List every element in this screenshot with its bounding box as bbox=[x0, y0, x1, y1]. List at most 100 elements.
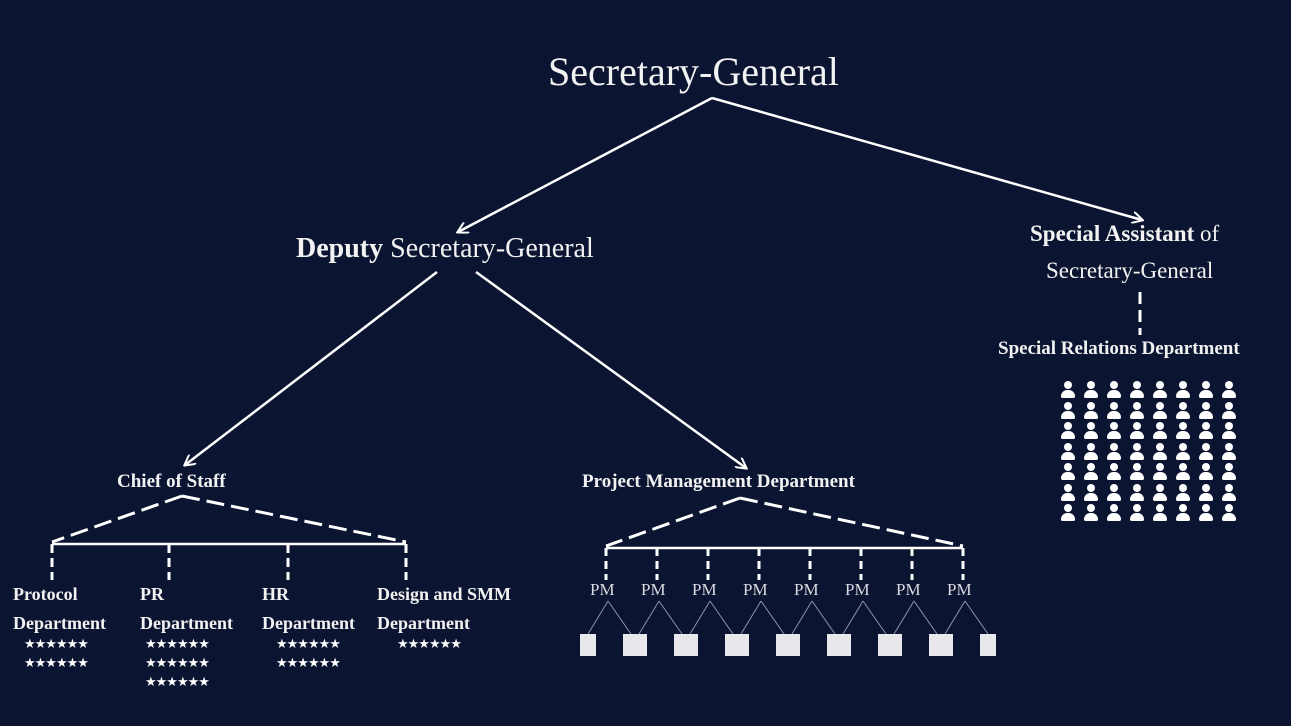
department-line2: Department bbox=[140, 613, 233, 633]
person-icon bbox=[1083, 483, 1099, 502]
person-icon bbox=[1060, 401, 1076, 420]
person-icon bbox=[1152, 422, 1168, 440]
person-icon bbox=[1152, 483, 1168, 502]
person-icon bbox=[1083, 442, 1099, 461]
person-icon bbox=[1175, 422, 1191, 440]
person-icon bbox=[1175, 442, 1191, 461]
person-icon bbox=[1221, 442, 1237, 461]
dashed-pm-right bbox=[739, 496, 964, 548]
person-icon bbox=[1221, 381, 1237, 399]
person-icon bbox=[1060, 422, 1076, 440]
person-icon bbox=[1129, 381, 1145, 399]
pm-fan-line bbox=[689, 600, 711, 635]
department-line1: Design and SMM bbox=[377, 584, 512, 604]
special-assistant-title: Special Assistant of bbox=[1030, 221, 1219, 247]
special-assistant-of: of bbox=[1199, 221, 1220, 246]
person-icon bbox=[1198, 442, 1214, 461]
star-icon-row: ★★★★★★ bbox=[276, 637, 341, 652]
person-icon bbox=[1060, 463, 1076, 481]
pm-fan-line bbox=[709, 600, 734, 635]
person-icon bbox=[1083, 381, 1099, 399]
person-icon bbox=[1152, 442, 1168, 461]
person-icon bbox=[1083, 401, 1099, 420]
person-icon bbox=[1152, 504, 1168, 522]
person-icon bbox=[1083, 504, 1099, 522]
pm-label: PM bbox=[794, 580, 819, 599]
deputy-bold: Deputy bbox=[296, 233, 384, 264]
special-relations-label: Special Relations Department bbox=[998, 338, 1240, 359]
pm-fan-line bbox=[964, 600, 989, 635]
special-assistant-line2: Secretary-General bbox=[1046, 258, 1214, 283]
special-assistant-bold: Special Assistant bbox=[1030, 221, 1195, 246]
pm-fan-line bbox=[862, 600, 887, 635]
person-icon bbox=[1106, 442, 1122, 461]
person-icon bbox=[1060, 442, 1076, 461]
task-box-icon bbox=[835, 634, 851, 656]
person-icon bbox=[1221, 504, 1237, 522]
department-line2: Department bbox=[377, 613, 470, 633]
person-icon bbox=[1198, 463, 1214, 481]
dashed-chief-left bbox=[51, 494, 183, 544]
pm-fan-line bbox=[913, 600, 938, 635]
person-icon bbox=[1152, 401, 1168, 420]
chief-of-staff-label: Chief of Staff bbox=[117, 471, 226, 492]
person-icon bbox=[1129, 442, 1145, 461]
arrow-deputy-to-chief bbox=[185, 271, 438, 465]
person-icon bbox=[1152, 463, 1168, 481]
person-icon bbox=[1175, 504, 1191, 522]
person-icon bbox=[1060, 381, 1076, 399]
pm-label: PM bbox=[590, 580, 615, 599]
pm-label: PM bbox=[641, 580, 666, 599]
star-icon-row: ★★★★★★ bbox=[145, 675, 210, 690]
task-box-icon bbox=[886, 634, 902, 656]
pm-label: PM bbox=[947, 580, 972, 599]
person-icon bbox=[1152, 381, 1168, 399]
person-icon bbox=[1198, 381, 1214, 399]
star-icon-row: ★★★★★★ bbox=[145, 656, 210, 671]
pm-fan-line bbox=[791, 600, 813, 635]
person-icon bbox=[1129, 422, 1145, 440]
person-icon bbox=[1175, 463, 1191, 481]
person-icon bbox=[1198, 401, 1214, 420]
person-icon bbox=[1106, 463, 1122, 481]
pm-fan-line bbox=[658, 600, 683, 635]
arrow-sg-to-deputy bbox=[458, 96, 713, 232]
person-icon bbox=[1060, 483, 1076, 502]
person-icon bbox=[1083, 463, 1099, 481]
task-box-icon bbox=[980, 634, 996, 656]
person-icon bbox=[1198, 504, 1214, 522]
person-icon bbox=[1106, 381, 1122, 399]
pm-fan-line bbox=[893, 600, 915, 635]
pm-fan-line bbox=[811, 600, 836, 635]
person-icon bbox=[1106, 401, 1122, 420]
task-box-icon bbox=[733, 634, 749, 656]
star-icon-row: ★★★★★★ bbox=[276, 656, 341, 671]
department-line1: PR bbox=[140, 584, 164, 604]
dashed-chief-right bbox=[181, 494, 407, 544]
department-line2: Department bbox=[13, 613, 106, 633]
person-icon bbox=[1198, 422, 1214, 440]
star-icon-row: ★★★★★★ bbox=[397, 637, 462, 652]
task-box-icon bbox=[682, 634, 698, 656]
arrow-deputy-to-pm-department bbox=[475, 270, 746, 468]
person-icon bbox=[1175, 483, 1191, 502]
pm-label: PM bbox=[896, 580, 921, 599]
person-icon bbox=[1106, 422, 1122, 440]
department-line1: HR bbox=[262, 584, 289, 604]
task-box-icon bbox=[784, 634, 800, 656]
person-icon bbox=[1198, 483, 1214, 502]
pm-label: PM bbox=[845, 580, 870, 599]
person-icon bbox=[1129, 401, 1145, 420]
person-icon bbox=[1129, 463, 1145, 481]
person-icon bbox=[1221, 463, 1237, 481]
star-icon-row: ★★★★★★ bbox=[145, 637, 210, 652]
deputy-rest: Secretary-General bbox=[390, 233, 594, 264]
deputy-title: Deputy Secretary-General bbox=[296, 233, 594, 265]
person-icon bbox=[1129, 504, 1145, 522]
arrow-sg-to-special-assistant bbox=[711, 96, 1142, 220]
pm-fan-line bbox=[760, 600, 785, 635]
secretary-general-title: Secretary-General bbox=[548, 49, 839, 94]
person-icon bbox=[1060, 504, 1076, 522]
pm-fan-line bbox=[944, 600, 966, 635]
